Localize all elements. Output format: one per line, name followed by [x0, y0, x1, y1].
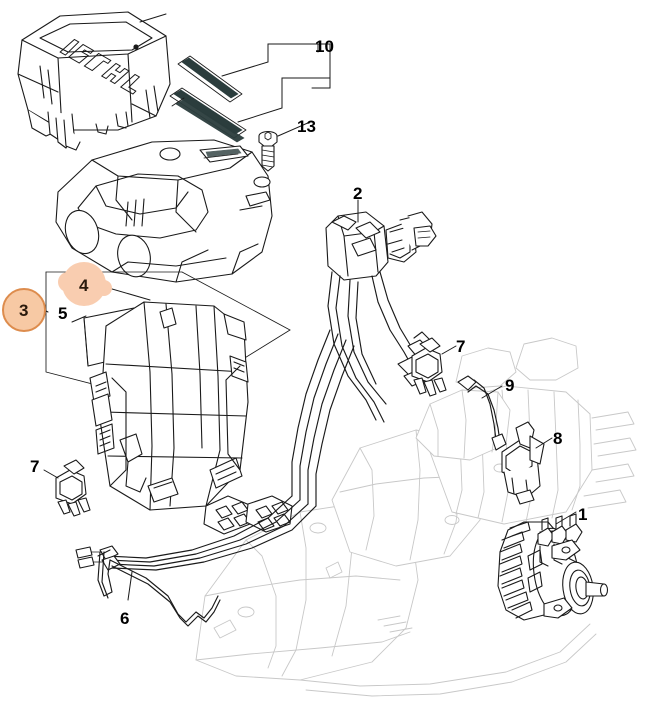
connector-plug-left: [55, 459, 91, 517]
leader-screw: [277, 121, 311, 137]
callout-2[interactable]: 2: [353, 184, 363, 203]
leader-item8: [535, 437, 553, 449]
callout-10[interactable]: 10: [315, 37, 334, 56]
leader-item7-right: [441, 345, 457, 355]
control-module: [325, 211, 437, 281]
callout-9[interactable]: 9: [505, 376, 515, 395]
decal-stripe-set: [169, 55, 247, 143]
leader-item9: [481, 385, 503, 399]
highlight-marker-3[interactable]: [2, 288, 46, 332]
leader-item5: [71, 315, 87, 323]
leader-decal-set: [221, 43, 331, 123]
wire-rod-bracket: [97, 549, 221, 627]
leader-top-shroud: [139, 13, 167, 23]
wiring-harness: [75, 271, 431, 571]
leader-item1: [555, 511, 577, 525]
terminal-block: [203, 495, 293, 535]
callout-13[interactable]: 13: [297, 117, 316, 136]
connector-plug-right: [411, 337, 447, 397]
callout-5[interactable]: 5: [58, 304, 68, 323]
highlight-marker-3-label: 3: [19, 301, 29, 320]
callout-7-left[interactable]: 7: [30, 457, 40, 476]
bent-wire-rod: [457, 375, 507, 451]
callout-7-right[interactable]: 7: [456, 337, 466, 356]
leader-item7-left: [43, 469, 59, 479]
callout-8[interactable]: 8: [553, 429, 563, 448]
highlight-marker-4-tail: [58, 272, 78, 292]
highlight-marker-4-label: 4: [79, 276, 89, 295]
highlight-marker-4-tail2: [96, 280, 112, 296]
inner-handle-frame: [89, 301, 249, 511]
leader-item6: [127, 571, 133, 601]
callout-1[interactable]: 1: [578, 505, 588, 524]
top-shroud-cover: [17, 11, 171, 151]
callout-6[interactable]: 6: [120, 609, 130, 628]
torx-screw: [258, 130, 278, 172]
cable-clip-bracket: [501, 421, 545, 505]
electric-motor-assembly: [497, 513, 609, 621]
fan-housing-shroud: [55, 139, 273, 283]
